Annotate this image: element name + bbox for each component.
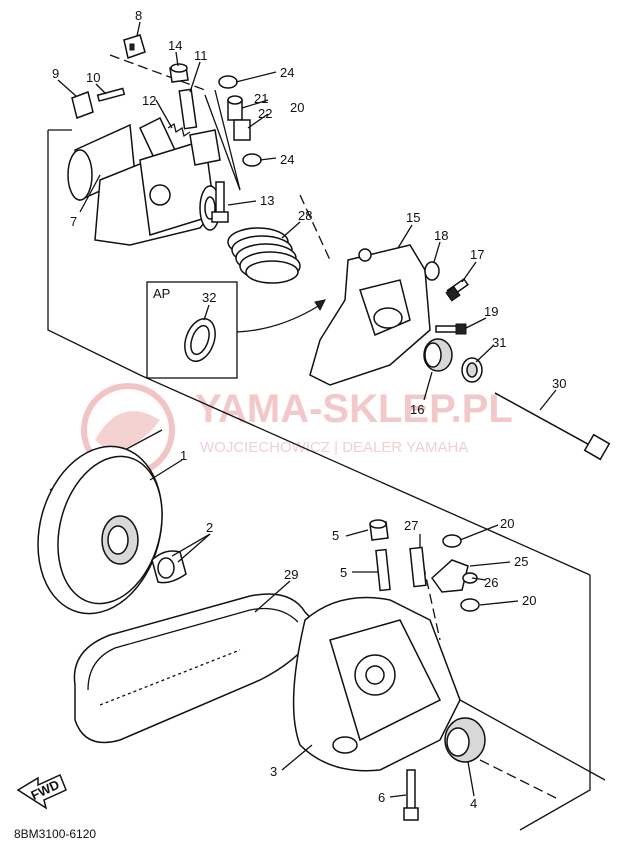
callout-13: 13 (260, 193, 274, 208)
bolt-part-30 (494, 392, 611, 461)
callout-11: 11 (194, 48, 208, 63)
callout-23: 22 (258, 106, 272, 121)
callout-8: 7 (70, 214, 77, 229)
callout-32: 32 (202, 290, 216, 305)
fwd-arrow-icon: FWD (16, 773, 67, 810)
bushing-part-2 (151, 550, 187, 584)
washer-part-18 (424, 261, 440, 281)
cap-part-9-top (123, 34, 146, 59)
watermark-logo-shape (95, 411, 160, 452)
callout-18: 18 (434, 228, 448, 243)
part-code-label: 8BM3100-6120 (14, 827, 96, 841)
cap-part-9-left (71, 91, 94, 119)
bolt-part-13 (211, 181, 229, 223)
pin-part-10 (96, 87, 126, 102)
callout-22: 21 (254, 91, 268, 106)
callout-3: 3 (270, 764, 277, 779)
collar-part-31 (461, 357, 483, 383)
callout-24: 24 (280, 65, 294, 80)
callout-14: 14 (168, 38, 182, 53)
callout-6: 6 (378, 790, 385, 805)
secondary-sheave-part-3 (292, 596, 461, 772)
callout-12: 12 (142, 93, 156, 108)
roller-parts-21-24 (218, 75, 262, 167)
callout-26: 26 (484, 575, 498, 590)
callout-17: 17 (470, 247, 484, 262)
pin-part-5 (375, 548, 391, 592)
callout-20: 20 (500, 516, 514, 531)
callout-19: 19 (484, 304, 498, 319)
bolt-part-6 (403, 769, 419, 821)
callout-1: 1 (180, 448, 187, 463)
callout-31: 31 (492, 335, 506, 350)
sheave-part-1 (37, 445, 163, 615)
ap-box: AP (146, 281, 326, 379)
v-belt-part-29 (73, 593, 321, 744)
collar-part-16 (423, 338, 453, 372)
spring-part-12 (167, 122, 191, 138)
watermark-main-text: YAMA-SKLEP.PL (195, 387, 513, 431)
bolt-part-19 (435, 323, 467, 335)
nut-part-14 (169, 63, 189, 83)
callout-4: 4 (470, 796, 477, 811)
callout-20: 20 (522, 593, 536, 608)
callout-5: 5 (340, 565, 347, 580)
watermark: YAMA-SKLEP.PL WOJCIECHOWICZ | DEALER YAM… (81, 383, 513, 477)
collar-part-4 (444, 717, 486, 763)
primary-sheave-hub (67, 116, 221, 246)
callout-7: 5 (332, 528, 339, 543)
callout-28: 28 (298, 208, 312, 223)
callout-30: 30 (552, 376, 566, 391)
callout-15: 15 (406, 210, 420, 225)
cover-part-15 (309, 244, 431, 386)
callout-25: 25 (514, 554, 528, 569)
callout-2: 2 (206, 520, 213, 535)
pin-part-11 (178, 88, 198, 130)
callout-9: 9 (52, 66, 59, 81)
leader-lines (57, 21, 557, 798)
spring-part-28 (227, 227, 301, 284)
callout-16: 16 (410, 402, 424, 417)
callout-24: 24 (280, 152, 294, 167)
callout-21: 20 (290, 100, 304, 115)
callout-29: 29 (284, 567, 298, 582)
nut-part-7 (369, 519, 389, 541)
parts-20-25-27 (409, 534, 480, 612)
callout-9: 8 (135, 8, 142, 23)
ap-label: AP (153, 286, 170, 301)
callout-10: 10 (86, 70, 100, 85)
callout-27: 27 (404, 518, 418, 533)
callouts: 8 9 10 14 11 12 24 21 20 22 24 13 7 28 3… (52, 8, 566, 811)
watermark-sub-text: WOJCIECHOWICZ | DEALER YAMAHA (200, 439, 468, 456)
assembly-outline (47, 54, 606, 831)
bolt-part-17 (445, 277, 469, 302)
